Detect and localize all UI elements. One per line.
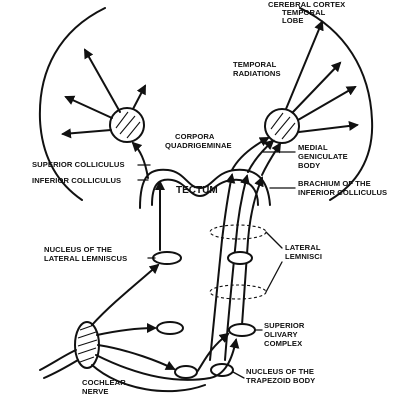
label-brachium-2: INFERIOR COLLICULUS bbox=[298, 188, 387, 197]
label-temporal-radiations-1: TEMPORAL bbox=[233, 60, 277, 69]
trapezoid-nucleus-right bbox=[210, 363, 234, 377]
label-inferior-colliculus: INFERIOR COLLICULUS bbox=[32, 176, 121, 185]
label-corpora: CORPORA bbox=[175, 132, 215, 141]
label-superior-colliculus: SUPERIOR COLLICULUS bbox=[32, 160, 125, 169]
label-body: BODY bbox=[298, 161, 320, 170]
label-temporal-radiations-2: RADIATIONS bbox=[233, 69, 281, 78]
label-cochlear: COCHLEAR bbox=[82, 378, 126, 387]
superior-olivary-right bbox=[228, 323, 256, 337]
left-cortex-arc bbox=[38, 7, 106, 201]
nucleus-lateral-lemniscus-right bbox=[227, 251, 253, 265]
label-tectum: TECTUM bbox=[176, 185, 218, 196]
label-cerebral-cortex: CEREBRAL CORTEX bbox=[268, 0, 345, 9]
label-nucleus-lateral-lemniscus-1: NUCLEUS OF THE bbox=[44, 245, 112, 254]
right-radiation-arrows bbox=[285, 20, 359, 133]
label-geniculate: GENICULATE bbox=[298, 152, 348, 161]
label-lobe: LOBE bbox=[282, 16, 304, 25]
left-radiation-arrows bbox=[61, 48, 146, 139]
label-nucleus-lateral-lemniscus-2: LATERAL LEMNISCUS bbox=[44, 254, 127, 263]
right-cortex-arc bbox=[299, 7, 374, 201]
label-temporal: TEMPORAL bbox=[282, 8, 326, 17]
label-quadrigeminae: QUADRIGEMINAE bbox=[165, 141, 232, 150]
lateral-lemniscus-tract-2 bbox=[224, 174, 250, 361]
label-medial: MEDIAL bbox=[298, 143, 328, 152]
label-nerve: NERVE bbox=[82, 387, 109, 396]
label-trapezoid-1: NUCLEUS OF THE bbox=[246, 367, 314, 376]
tectum-outer-arch bbox=[139, 168, 271, 209]
label-superior-olivary-1: SUPERIOR bbox=[264, 321, 305, 330]
label-lateral-lemnisci-1: LATERAL bbox=[285, 243, 321, 252]
label-trapezoid-2: TRAPEZOID BODY bbox=[246, 376, 315, 385]
nucleus-lateral-lemniscus-left bbox=[152, 251, 182, 265]
superior-olivary-left bbox=[156, 321, 184, 335]
cochlear-nerve bbox=[39, 349, 77, 371]
lateral-lemniscus-tract-3 bbox=[241, 176, 264, 326]
label-superior-olivary-3: COMPLEX bbox=[264, 339, 302, 348]
label-superior-olivary-2: OLIVARY bbox=[264, 330, 298, 339]
lateral-lemniscus-tract-1 bbox=[209, 173, 236, 361]
colliculus-to-left-nucleus bbox=[131, 141, 149, 179]
label-lateral-lemnisci-2: LEMNISCI bbox=[285, 252, 322, 261]
trapezoid-nucleus-left bbox=[174, 365, 198, 379]
label-brachium-1: BRACHIUM OF THE bbox=[298, 179, 371, 188]
cochlear-nucleus bbox=[74, 321, 100, 369]
